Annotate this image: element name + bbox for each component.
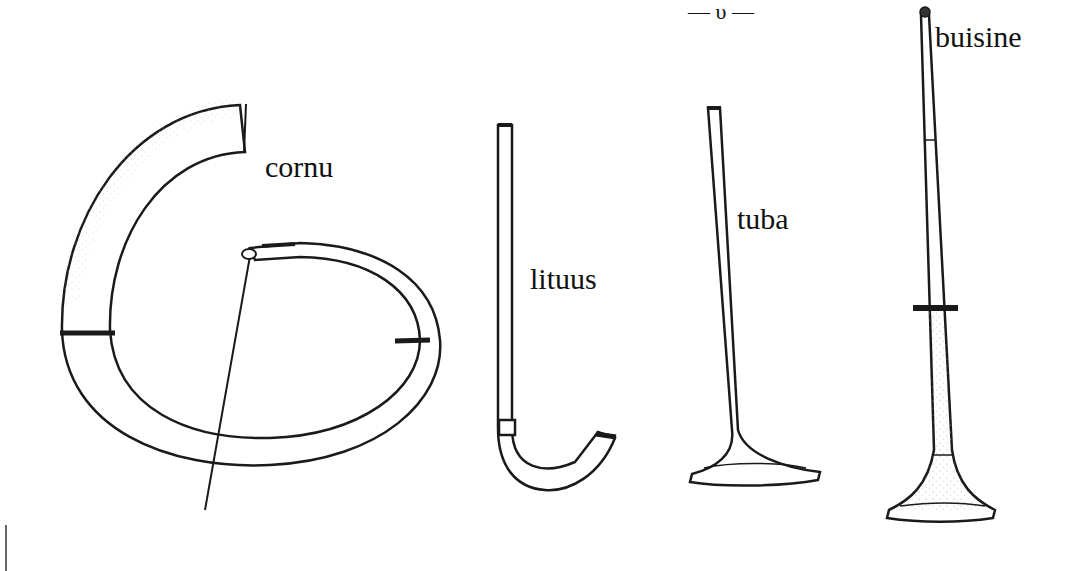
- instrument-label: cornu: [265, 150, 333, 183]
- edge-mark: [5, 525, 7, 571]
- page-number: — υ —: [688, 0, 754, 24]
- cornu-drawing: [60, 104, 440, 510]
- tuba-drawing: [690, 108, 820, 486]
- lituus-drawing: [498, 125, 616, 490]
- instrument-label: lituus: [530, 262, 597, 295]
- instrument-label: tuba: [737, 202, 789, 235]
- instrument-label: buisine: [935, 20, 1022, 53]
- buisine-drawing: [887, 7, 995, 522]
